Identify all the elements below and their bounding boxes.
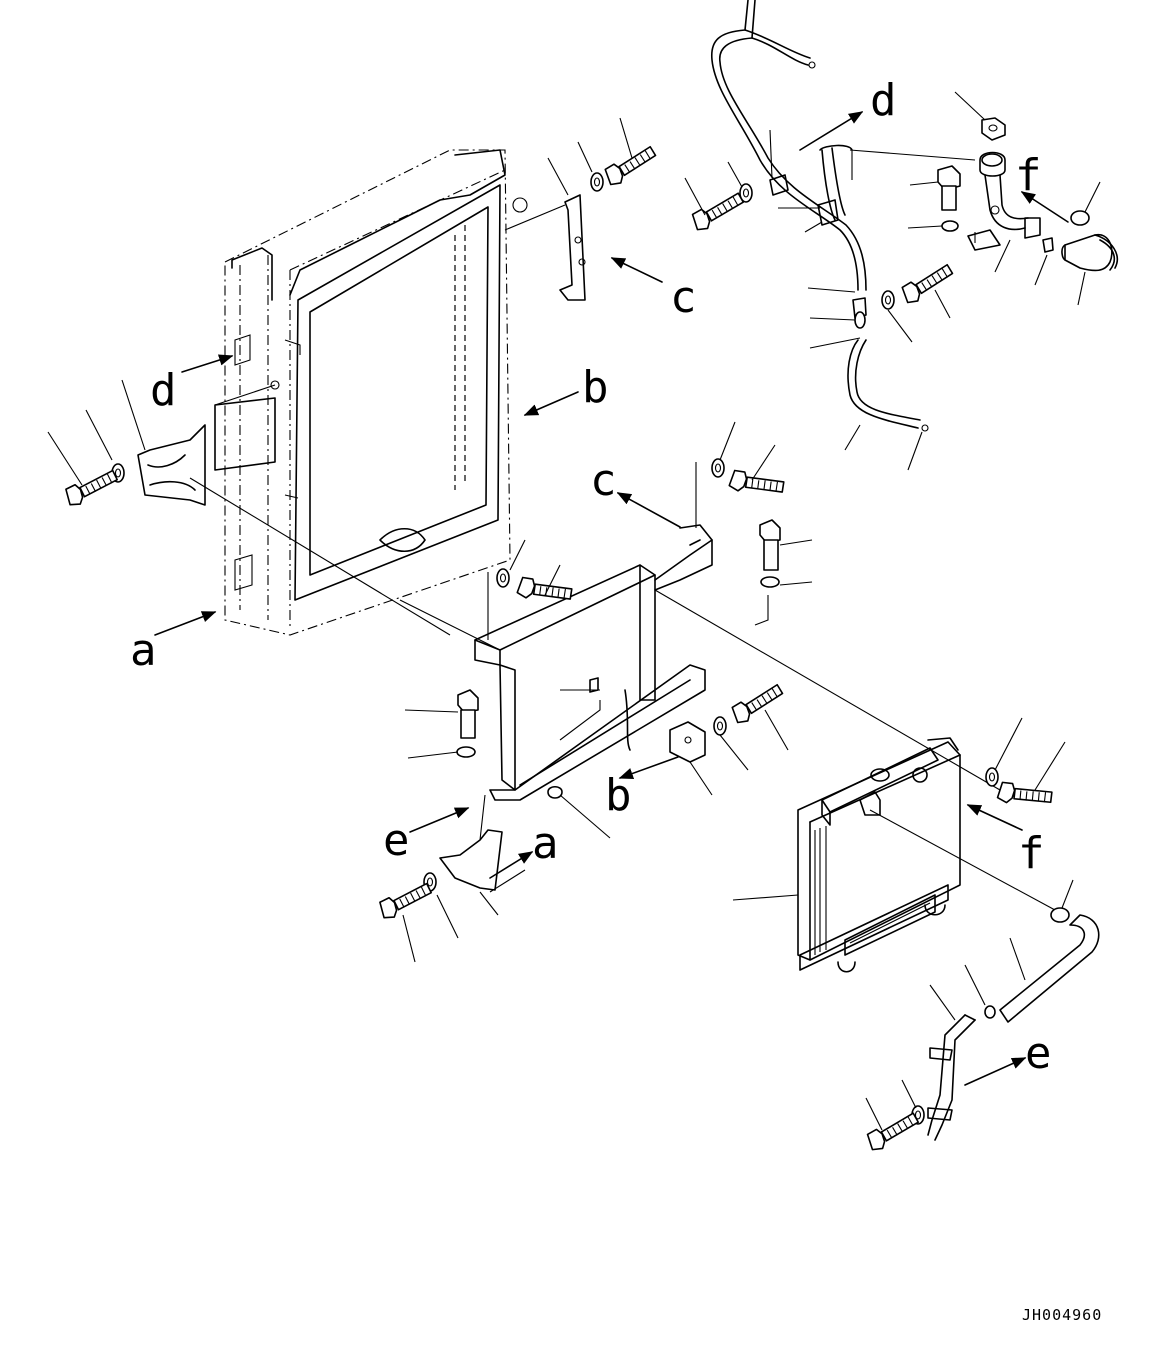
ref-letter-b-upper: b — [582, 362, 609, 413]
top-nut — [954, 91, 1006, 141]
ref-letter-d-left: d — [150, 365, 177, 416]
lower-bracket-b — [669, 721, 706, 763]
reference-arrows — [154, 111, 1069, 1086]
radiator-core — [732, 737, 1056, 973]
left-mount-bracket — [137, 384, 451, 636]
ref-letter-e-left: e — [383, 815, 410, 866]
vertical-bolt-left — [404, 689, 479, 759]
vertical-bolt-top-right — [907, 165, 961, 232]
radiator-support-frame — [399, 462, 1001, 801]
ref-letter-a-left: a — [130, 625, 157, 676]
drawing-code: JH004960 — [1022, 1306, 1102, 1324]
ref-letter-a-lower: a — [532, 818, 559, 869]
ref-letter-f-lower: f — [1018, 828, 1045, 879]
lower-hose — [964, 879, 1100, 1023]
upper-hose — [1034, 181, 1119, 306]
top-bracket-c — [504, 194, 586, 301]
ref-letter-d-upper: d — [870, 75, 897, 126]
lower-pipe — [927, 984, 976, 1141]
upper-pipe — [849, 149, 1041, 273]
ref-letter-e-right: e — [1025, 1028, 1052, 1079]
ref-letter-c-upper: c — [670, 272, 697, 323]
vertical-bolt-right — [759, 519, 813, 588]
ref-letter-b-center: b — [605, 770, 632, 821]
ref-letter-f-upper: f — [1015, 150, 1042, 201]
overflow-tube — [711, 0, 929, 471]
fan-shroud-frame — [224, 149, 528, 636]
ref-letter-c-center: c — [590, 455, 617, 506]
lower-bracket-a — [439, 794, 526, 893]
